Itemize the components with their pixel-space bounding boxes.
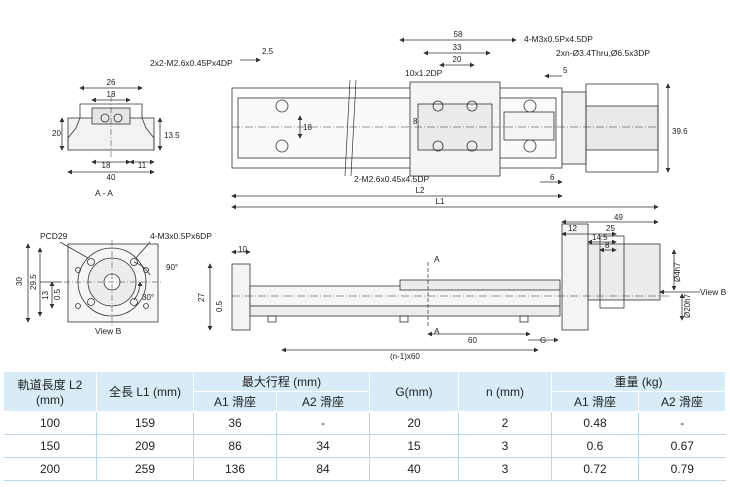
- cell-l1: 209: [96, 434, 194, 458]
- cell-stroke-a1: 86: [193, 434, 277, 458]
- header-weight-a2: A2 滑座: [638, 391, 726, 412]
- dim-aa-18-bot: 18: [102, 161, 111, 170]
- dim-fr-d20: Ø20h7: [683, 293, 692, 318]
- dim-aa-20: 20: [52, 129, 61, 138]
- note-m3-4-5dp: 4-M3x0.5Px4.5DP: [524, 34, 593, 44]
- dim-fr-d4: Ø4h7: [673, 262, 682, 282]
- header-rail-length: 軌道長度 L2 (mm): [4, 372, 97, 412]
- cell-stroke-a1: 36: [193, 411, 277, 435]
- dim-fr-14-5: 14.5: [592, 233, 608, 242]
- view-b-label: View B: [95, 326, 122, 336]
- header-weight: 重量 (kg): [551, 372, 726, 392]
- dim-vb-90deg: 90°: [166, 263, 178, 272]
- dim-aa-11: 11: [138, 161, 147, 170]
- dim-fr-8: 8: [605, 241, 610, 250]
- dim-aa-26: 26: [107, 78, 116, 87]
- cell-n: 3: [458, 434, 552, 458]
- top-plan-view: [231, 37, 671, 210]
- dim-top-18: 18: [303, 123, 312, 132]
- dim-fr-49: 49: [614, 213, 623, 222]
- dim-fr-g: G: [540, 336, 546, 345]
- section-aa-label: A - A: [95, 188, 113, 198]
- cell-g: 40: [369, 457, 459, 481]
- dim-fr-25: 25: [606, 224, 615, 233]
- dim-top-20: 20: [453, 55, 462, 64]
- dim-fr-27: 27: [197, 293, 206, 302]
- cell-weight-a2: 0.79: [638, 457, 726, 481]
- cell-weight-a2: 0.67: [638, 434, 726, 458]
- cell-n: 2: [458, 411, 552, 435]
- dim-top-33: 33: [453, 43, 462, 52]
- dim-fr-60: 60: [468, 336, 477, 345]
- dim-fr-10: 10: [238, 245, 247, 254]
- dim-aa-18-top: 18: [107, 90, 116, 99]
- note-thru-hole: 2xn-Ø3.4Thru,Ø6.5x3DP: [556, 48, 650, 58]
- table-header-row: 軌道長度 L2 (mm) 全長 L1 (mm) 最大行程 (mm) G(mm) …: [4, 372, 726, 412]
- cell-stroke-a1: 136: [193, 457, 277, 481]
- note-m3-6dp: 4-M3x0.5Px6DP: [150, 231, 212, 241]
- front-elevation-view: [207, 219, 700, 353]
- table-row: 100 159 36 - 20 2 0.48 -: [4, 411, 726, 435]
- table-row: 200 259 136 84 40 3 0.72 0.79: [4, 457, 726, 481]
- cell-weight-a1: 0.72: [551, 457, 639, 481]
- dim-vb-0-5: 0.5: [53, 288, 62, 300]
- dim-vb-30deg: 30°: [142, 293, 154, 302]
- cell-g: 20: [369, 411, 459, 435]
- cell-l1: 159: [96, 411, 194, 435]
- dim-vb-30: 30: [15, 277, 24, 286]
- section-mark-top: A: [434, 254, 440, 264]
- dim-fr-0-5: 0.5: [215, 300, 224, 312]
- cell-stroke-a2: -: [276, 411, 370, 435]
- header-max-stroke: 最大行程 (mm): [193, 372, 370, 392]
- cell-weight-a1: 0.48: [551, 411, 639, 435]
- header-weight-a1: A1 滑座: [551, 391, 639, 412]
- dim-top-39-6: 39.6: [672, 127, 688, 136]
- cell-l2: 150: [4, 434, 97, 458]
- section-aa-view: [59, 85, 163, 175]
- dim-fr-n60: (n-1)x60: [390, 352, 420, 361]
- dim-top-5: 5: [563, 66, 568, 75]
- dim-vb-29-5: 29.5: [29, 274, 38, 290]
- header-g: G(mm): [369, 372, 459, 412]
- cell-l1: 259: [96, 457, 194, 481]
- drawing-svg: 26 18 20 13.5 18 11 40 A - A 2x2-M2.6x0.…: [15, 30, 727, 361]
- dim-top-2-5: 2.5: [262, 47, 274, 56]
- dim-top-58: 58: [454, 30, 463, 39]
- note-m2-bottom: 2-M2.6x0.45x4.5DP: [354, 174, 429, 184]
- dim-aa-40: 40: [107, 173, 116, 182]
- table-row: 150 209 86 34 15 3 0.6 0.67: [4, 434, 726, 458]
- cell-stroke-a2: 34: [276, 434, 370, 458]
- cell-l2: 100: [4, 411, 97, 435]
- cell-stroke-a2: 84: [276, 457, 370, 481]
- view-b-end-view: [25, 240, 162, 326]
- dim-fr-12: 12: [568, 224, 577, 233]
- cell-l2: 200: [4, 457, 97, 481]
- dim-top-6: 6: [550, 173, 555, 182]
- header-stroke-a1: A1 滑座: [193, 391, 277, 412]
- dim-top-l2: L2: [416, 186, 425, 195]
- pcd-label: PCD29: [40, 231, 68, 241]
- cell-weight-a1: 0.6: [551, 434, 639, 458]
- dim-top-l1: L1: [436, 197, 445, 206]
- table-subheader-row: A1 滑座 A2 滑座 A1 滑座 A2 滑座: [4, 391, 726, 412]
- note-m2-top-left: 2x2-M2.6x0.45Px4DP: [150, 58, 233, 68]
- cell-weight-a2: -: [638, 411, 726, 435]
- dim-aa-13-5: 13.5: [164, 131, 180, 140]
- spec-table: 軌道長度 L2 (mm) 全長 L1 (mm) 最大行程 (mm) G(mm) …: [4, 372, 726, 481]
- cell-g: 15: [369, 434, 459, 458]
- note-10x1-2dp: 10x1.2DP: [405, 68, 443, 78]
- section-mark-bottom: A: [434, 326, 440, 336]
- header-stroke-a2: A2 滑座: [276, 391, 370, 412]
- header-total-length: 全長 L1 (mm): [96, 372, 194, 412]
- cell-n: 3: [458, 457, 552, 481]
- header-n: n (mm): [458, 372, 552, 412]
- dim-vb-13: 13: [41, 291, 50, 300]
- view-b-arrow-label: View B: [700, 287, 727, 297]
- dim-top-8: 8: [413, 117, 418, 126]
